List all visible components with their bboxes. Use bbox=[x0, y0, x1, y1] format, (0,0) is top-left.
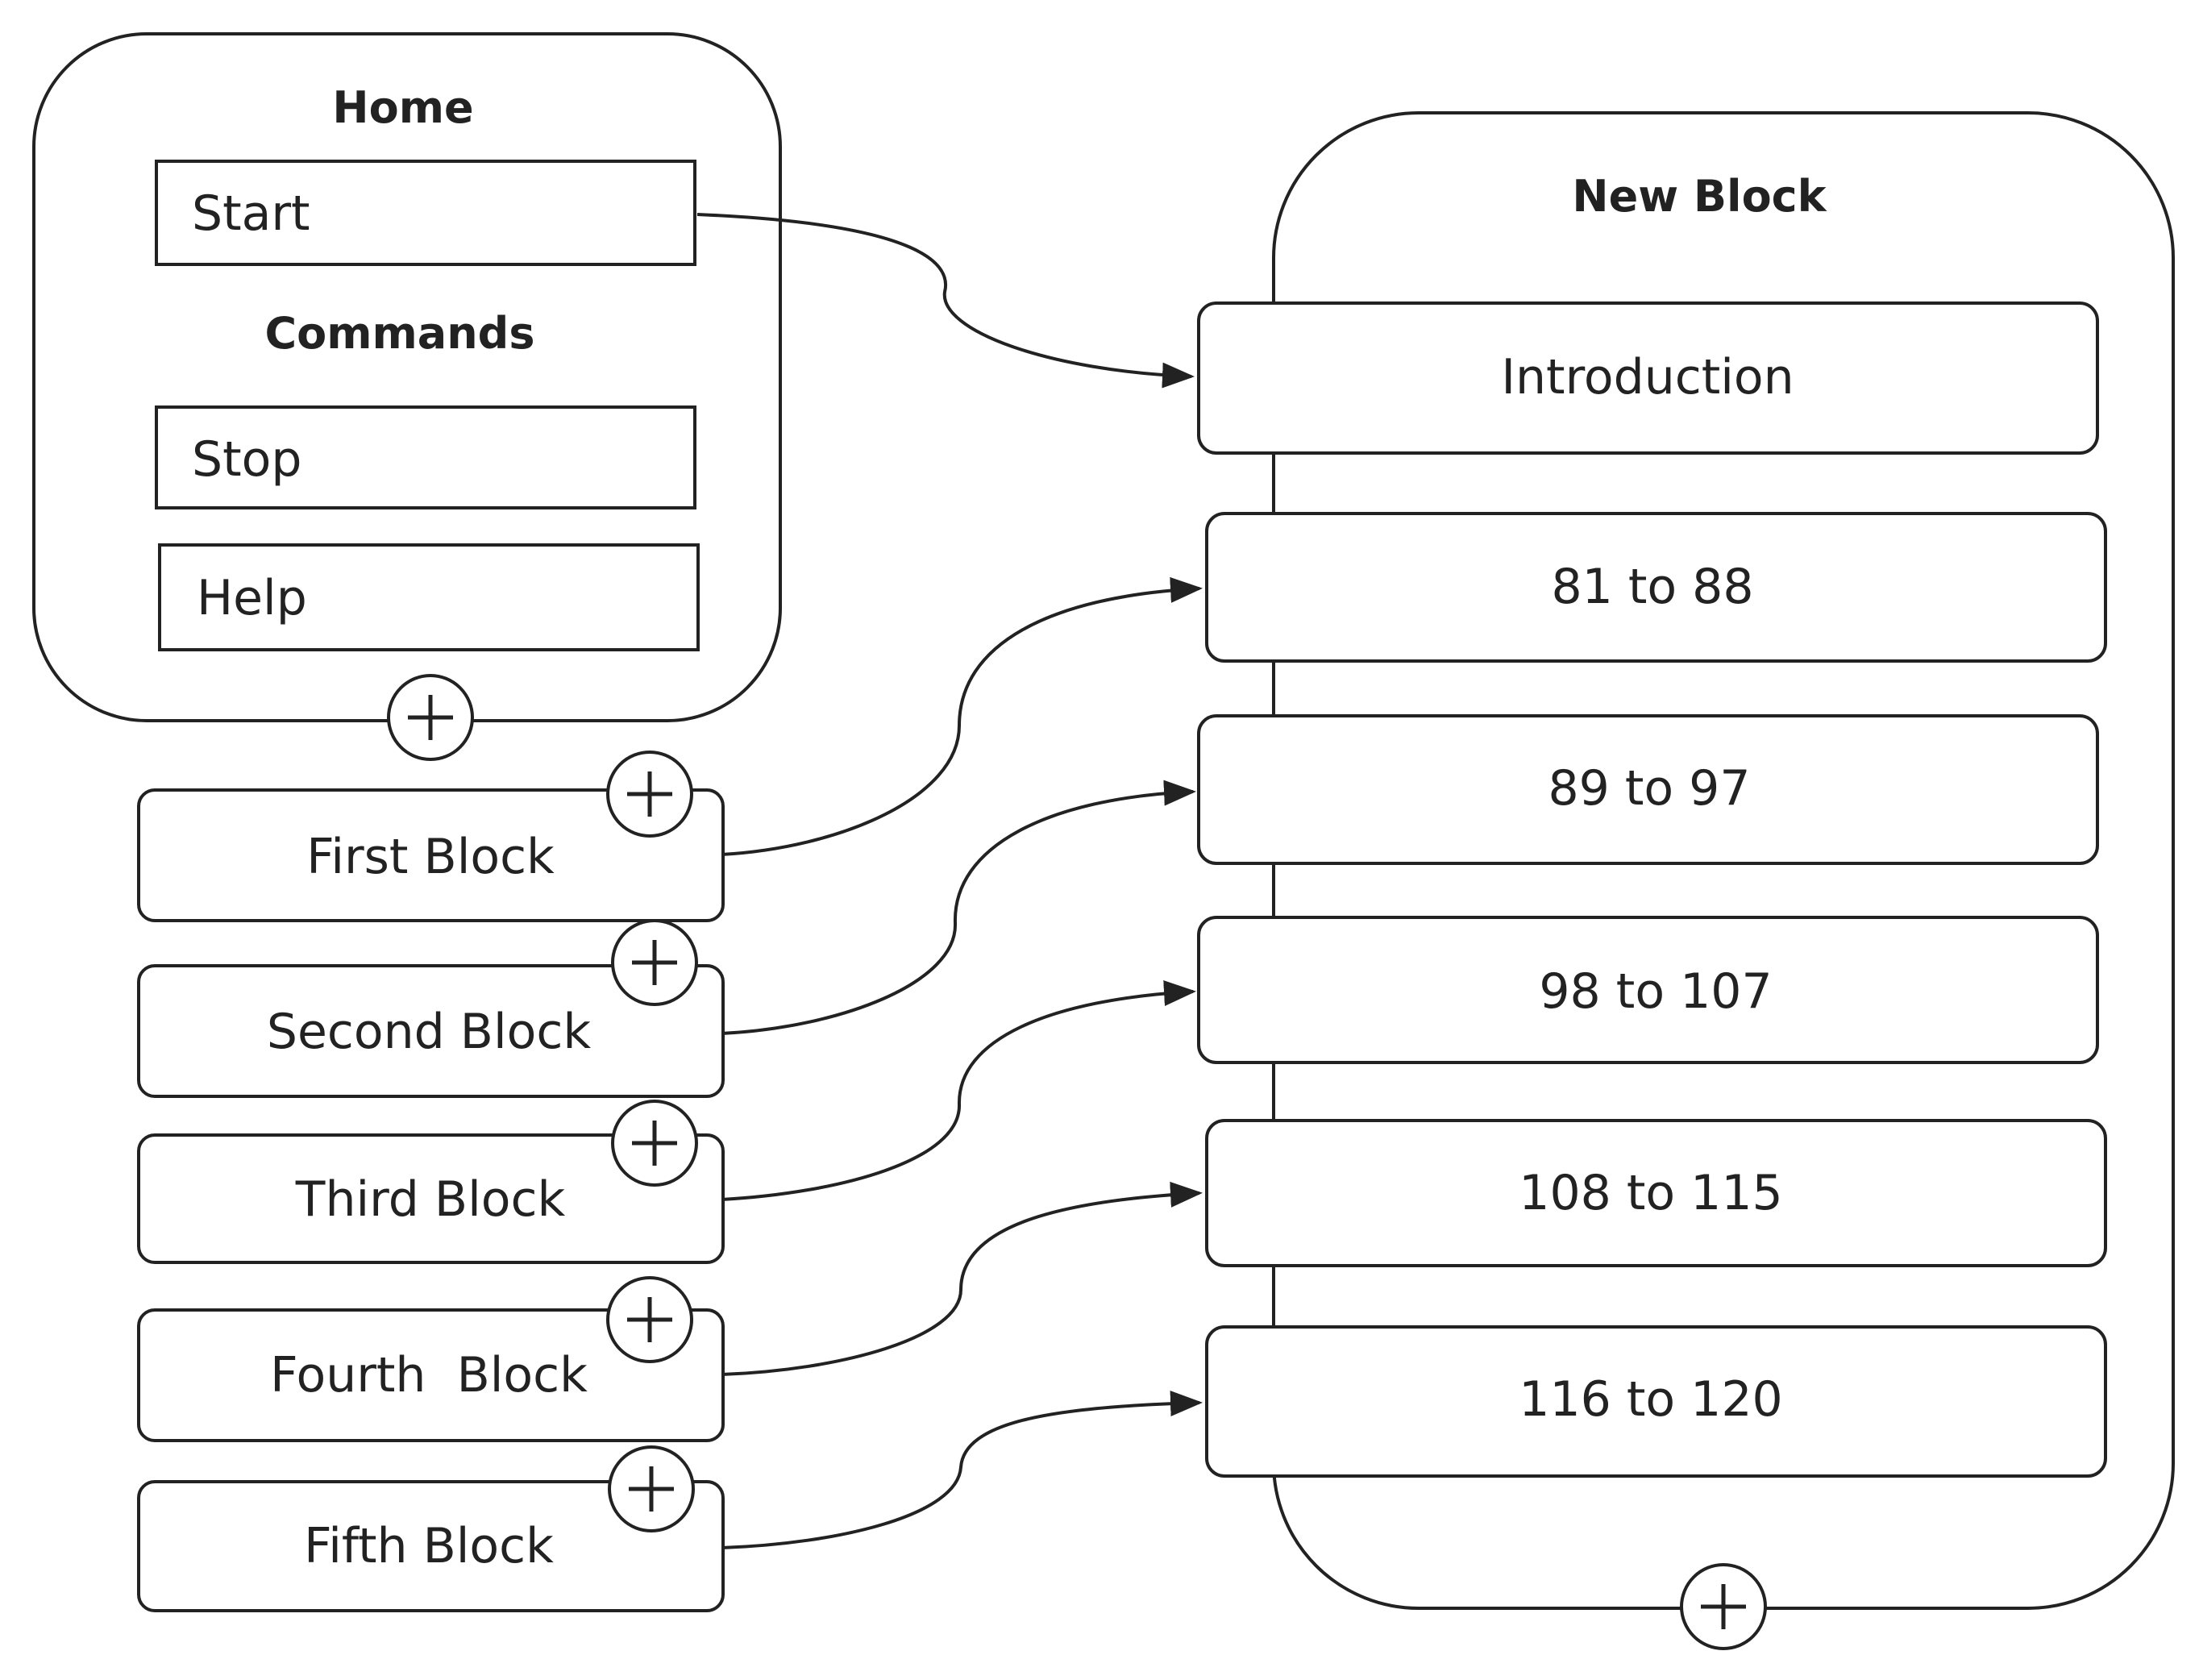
new-block-title: New Block bbox=[1572, 171, 1827, 222]
new-block-item-introduction[interactable]: Introduction bbox=[1197, 301, 2099, 455]
left-block-third[interactable]: Third Block bbox=[137, 1133, 725, 1264]
left-block-second[interactable]: Second Block bbox=[137, 964, 725, 1098]
item-label: Introduction bbox=[1501, 349, 1794, 405]
second-block-add-plus-icon[interactable] bbox=[611, 919, 698, 1006]
connector-first-block bbox=[721, 576, 1203, 856]
connector-fifth-block bbox=[721, 1390, 1203, 1549]
left-block-fifth[interactable]: Fifth Block bbox=[137, 1480, 725, 1612]
home-panel: Home Start Commands Stop Help bbox=[32, 32, 782, 722]
block-label: Third Block bbox=[295, 1171, 566, 1228]
home-title: Home bbox=[332, 82, 473, 133]
fourth-block-add-plus-icon[interactable] bbox=[606, 1276, 693, 1363]
item-label: 108 to 115 bbox=[1519, 1165, 1782, 1221]
start-label: Start bbox=[192, 185, 310, 242]
connector-second-block bbox=[721, 780, 1196, 1035]
left-block-fourth[interactable]: Fourth Block bbox=[137, 1308, 725, 1442]
connectors bbox=[696, 213, 1203, 1549]
item-label: 89 to 97 bbox=[1548, 760, 1750, 817]
commands-title: Commands bbox=[265, 308, 535, 359]
start-item[interactable]: Start bbox=[155, 160, 696, 266]
first-block-add-plus-icon[interactable] bbox=[606, 751, 693, 838]
third-block-add-plus-icon[interactable] bbox=[611, 1100, 698, 1187]
new-block-item-108-115[interactable]: 108 to 115 bbox=[1205, 1119, 2107, 1267]
left-block-first[interactable]: First Block bbox=[137, 788, 725, 922]
fifth-block-add-plus-icon[interactable] bbox=[608, 1445, 695, 1532]
new-block-item-116-120[interactable]: 116 to 120 bbox=[1205, 1325, 2107, 1478]
stop-item[interactable]: Stop bbox=[155, 405, 696, 509]
block-label: First Block bbox=[306, 829, 555, 885]
block-label: Fifth Block bbox=[304, 1518, 554, 1574]
new-block-item-98-107[interactable]: 98 to 107 bbox=[1197, 916, 2099, 1064]
item-label: 81 to 88 bbox=[1551, 559, 1753, 615]
connector-fourth-block bbox=[721, 1181, 1203, 1376]
new-block-item-81-88[interactable]: 81 to 88 bbox=[1205, 512, 2107, 663]
block-label: Second Block bbox=[267, 1004, 591, 1060]
connector-start-introduction bbox=[696, 213, 1195, 389]
home-add-plus-icon[interactable] bbox=[387, 674, 474, 761]
help-item[interactable]: Help bbox=[158, 543, 700, 651]
connector-third-block bbox=[721, 980, 1196, 1201]
help-label: Help bbox=[197, 570, 307, 626]
item-label: 98 to 107 bbox=[1539, 963, 1772, 1020]
new-block-add-plus-icon[interactable] bbox=[1680, 1563, 1767, 1650]
block-label: Fourth Block bbox=[270, 1347, 588, 1403]
item-label: 116 to 120 bbox=[1519, 1371, 1782, 1428]
stop-label: Stop bbox=[192, 431, 301, 488]
new-block-item-89-97[interactable]: 89 to 97 bbox=[1197, 714, 2099, 865]
